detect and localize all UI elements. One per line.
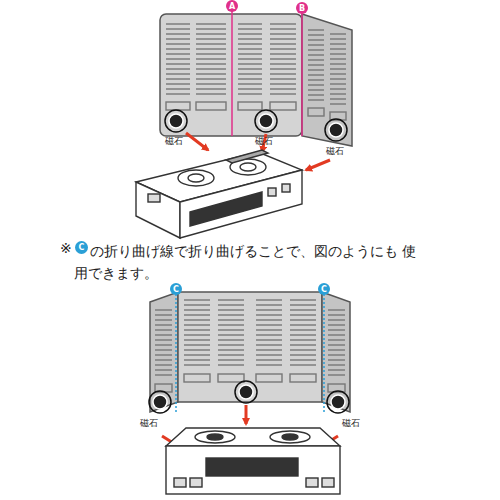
node-letter: B <box>299 4 305 13</box>
fold-line-c <box>323 294 325 414</box>
note-mark: ※ <box>60 240 72 257</box>
fold-line-a <box>231 10 233 136</box>
letter-circle: C <box>318 283 330 295</box>
guard-left-wing <box>150 292 178 412</box>
magnets <box>153 385 345 409</box>
vent-slots <box>166 24 346 120</box>
magnet-label: 磁石 <box>342 418 360 429</box>
magnet-label: 磁石 <box>140 418 158 429</box>
letter-circle: B <box>296 2 308 14</box>
letter-circle: A <box>226 0 238 12</box>
vent-slots <box>155 300 345 392</box>
guard-side-panel <box>302 14 352 146</box>
magnet-label: 磁石 <box>165 136 183 147</box>
guard-right-wing <box>322 292 350 412</box>
magnet-label: 磁石 <box>326 146 344 157</box>
gas-stove <box>136 150 302 238</box>
node-letter: C <box>321 285 327 294</box>
node-letter: A <box>229 2 235 11</box>
gas-stove <box>166 428 340 494</box>
node-letter: C <box>79 243 85 252</box>
fold-line-b <box>301 12 303 136</box>
node-letter: C <box>173 285 179 294</box>
magnet-label: 磁石 <box>255 136 273 147</box>
fold-line-c <box>175 294 177 414</box>
guard-panel <box>178 292 322 402</box>
note-text: の折り曲げ線で折り曲げることで、図のようにも 使用できます。 <box>74 240 426 284</box>
letter-circle: C <box>75 241 88 254</box>
letter-circle: C <box>170 283 182 295</box>
guard-panel <box>160 14 302 136</box>
